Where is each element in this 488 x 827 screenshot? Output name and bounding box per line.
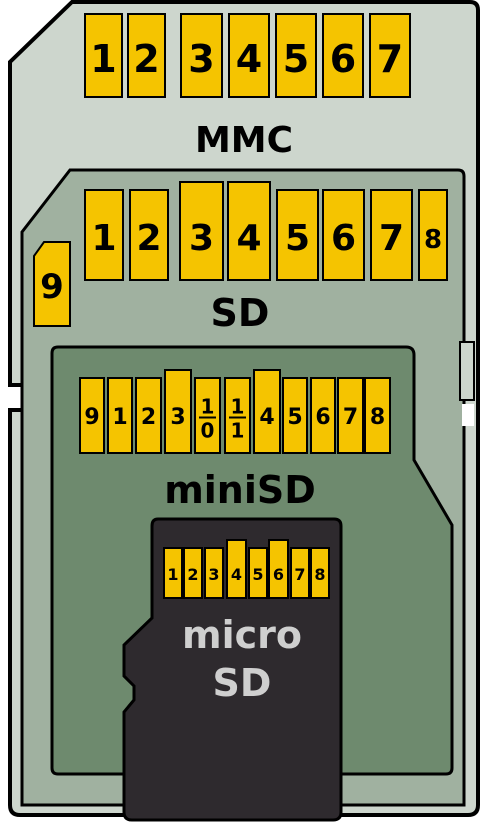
sd-side-notch-upper [459,341,475,401]
sd-pin-2-label: 2 [136,218,161,259]
minisd-pin-7-label: 4 [259,405,274,430]
microsd-pin-1-label: 1 [167,565,178,584]
microsd-pin-4-label: 4 [231,565,242,584]
microsd-pin-5-label: 5 [252,565,263,584]
minisd-label: miniSD [164,468,316,512]
minisd-pin-8-label: 5 [287,405,302,430]
minisd-pin-1-contact [79,377,105,454]
microsd-pin-4-contact [226,539,247,599]
minisd-pin-9-contact [310,377,336,454]
sd-pin-9-contact [33,241,71,327]
sd-side-notch-lower [462,404,474,426]
microsd-pin-3-label: 3 [208,565,219,584]
sd-pin-7-contact [370,189,413,281]
mmc-pin-3-label: 3 [188,37,214,81]
sd-pin-7-label: 7 [379,218,404,259]
minisd-pin-4-contact [164,369,192,454]
minisd-pin-1-label: 9 [84,405,99,430]
mmc-pin-5-contact [275,13,317,98]
microsd-label-line1: micro [182,613,302,657]
mmc-pin-6-contact [322,13,364,98]
sd-pin-3-contact [179,181,224,281]
microsd-pin-7-contact [290,547,310,599]
sd-pin-6-contact [322,189,365,281]
mmc-pin-6-label: 6 [330,37,356,81]
mmc-pin-3-contact [180,13,223,98]
minisd-pin-7-contact [253,369,281,454]
mmc-pin-5-label: 5 [283,37,309,81]
minisd-pin-11-contact [364,377,391,454]
minisd-pin-10-contact [337,377,364,454]
sd-pin-3-label: 3 [189,218,214,259]
mmc-pin-7-contact [369,13,411,98]
microsd-pin-2-contact [183,547,203,599]
microsd-pin-8-label: 8 [314,565,325,584]
minisd-pin-3-contact [135,377,162,454]
microsd-label-line2: SD [213,661,272,705]
minisd-pin-5-label: 1 [201,395,215,419]
sd-label: SD [211,291,270,335]
microsd-pin-6-contact [268,539,289,599]
mmc-pin-1-contact [84,13,123,98]
sd-pin-1-contact [84,189,124,281]
sd-pin-8-contact [418,189,448,281]
minisd-pin-6-contact [224,377,251,454]
minisd-pin-5-label-lower: 0 [201,419,215,443]
sd-pin-8-label: 8 [424,225,442,255]
microsd-pin-7-label: 7 [294,565,305,584]
minisd-pin-2-contact [107,377,133,454]
minisd-pin-3-label: 2 [141,405,156,430]
minisd-pin-2-label: 1 [112,405,127,430]
mmc-pin-4-contact [228,13,270,98]
microsd-pin-3-contact [204,547,224,599]
minisd-pin-6-label: 1 [231,395,245,419]
minisd-pin-5-contact [194,377,221,454]
minisd-pin-9-label: 6 [315,405,330,430]
sd-pin-2-contact [129,189,169,281]
sd-pin-5-label: 5 [285,218,310,259]
microsd-pin-6-label: 6 [273,565,284,584]
microsd-pin-5-contact [248,547,268,599]
sd-pin-5-contact [276,189,319,281]
sd-pin-9-label: 9 [40,267,64,307]
sd-pin-4-contact [227,181,271,281]
minisd-pin-6-label-lower: 1 [231,419,245,443]
mmc-pin-2-label: 2 [133,37,159,81]
mmc-label: MMC [195,120,293,161]
microsd-pin-8-contact [310,547,330,599]
minisd-pin-4-label: 3 [170,405,185,430]
sd-pin-4-label: 4 [236,218,261,259]
sd-pin-6-label: 6 [331,218,356,259]
minisd-pin-8-contact [282,377,308,454]
minisd-pin-11-label: 8 [370,405,385,430]
mmc-pin-4-label: 4 [236,37,262,81]
microsd-pin-1-contact [163,547,183,599]
microsd-pin-2-label: 2 [187,565,198,584]
minisd-pin-10-label: 7 [343,405,358,430]
mmc-pin-2-contact [127,13,166,98]
mmc-pin-1-label: 1 [90,37,116,81]
sd-pin-1-label: 1 [91,218,116,259]
mmc-pin-7-label: 7 [377,37,403,81]
